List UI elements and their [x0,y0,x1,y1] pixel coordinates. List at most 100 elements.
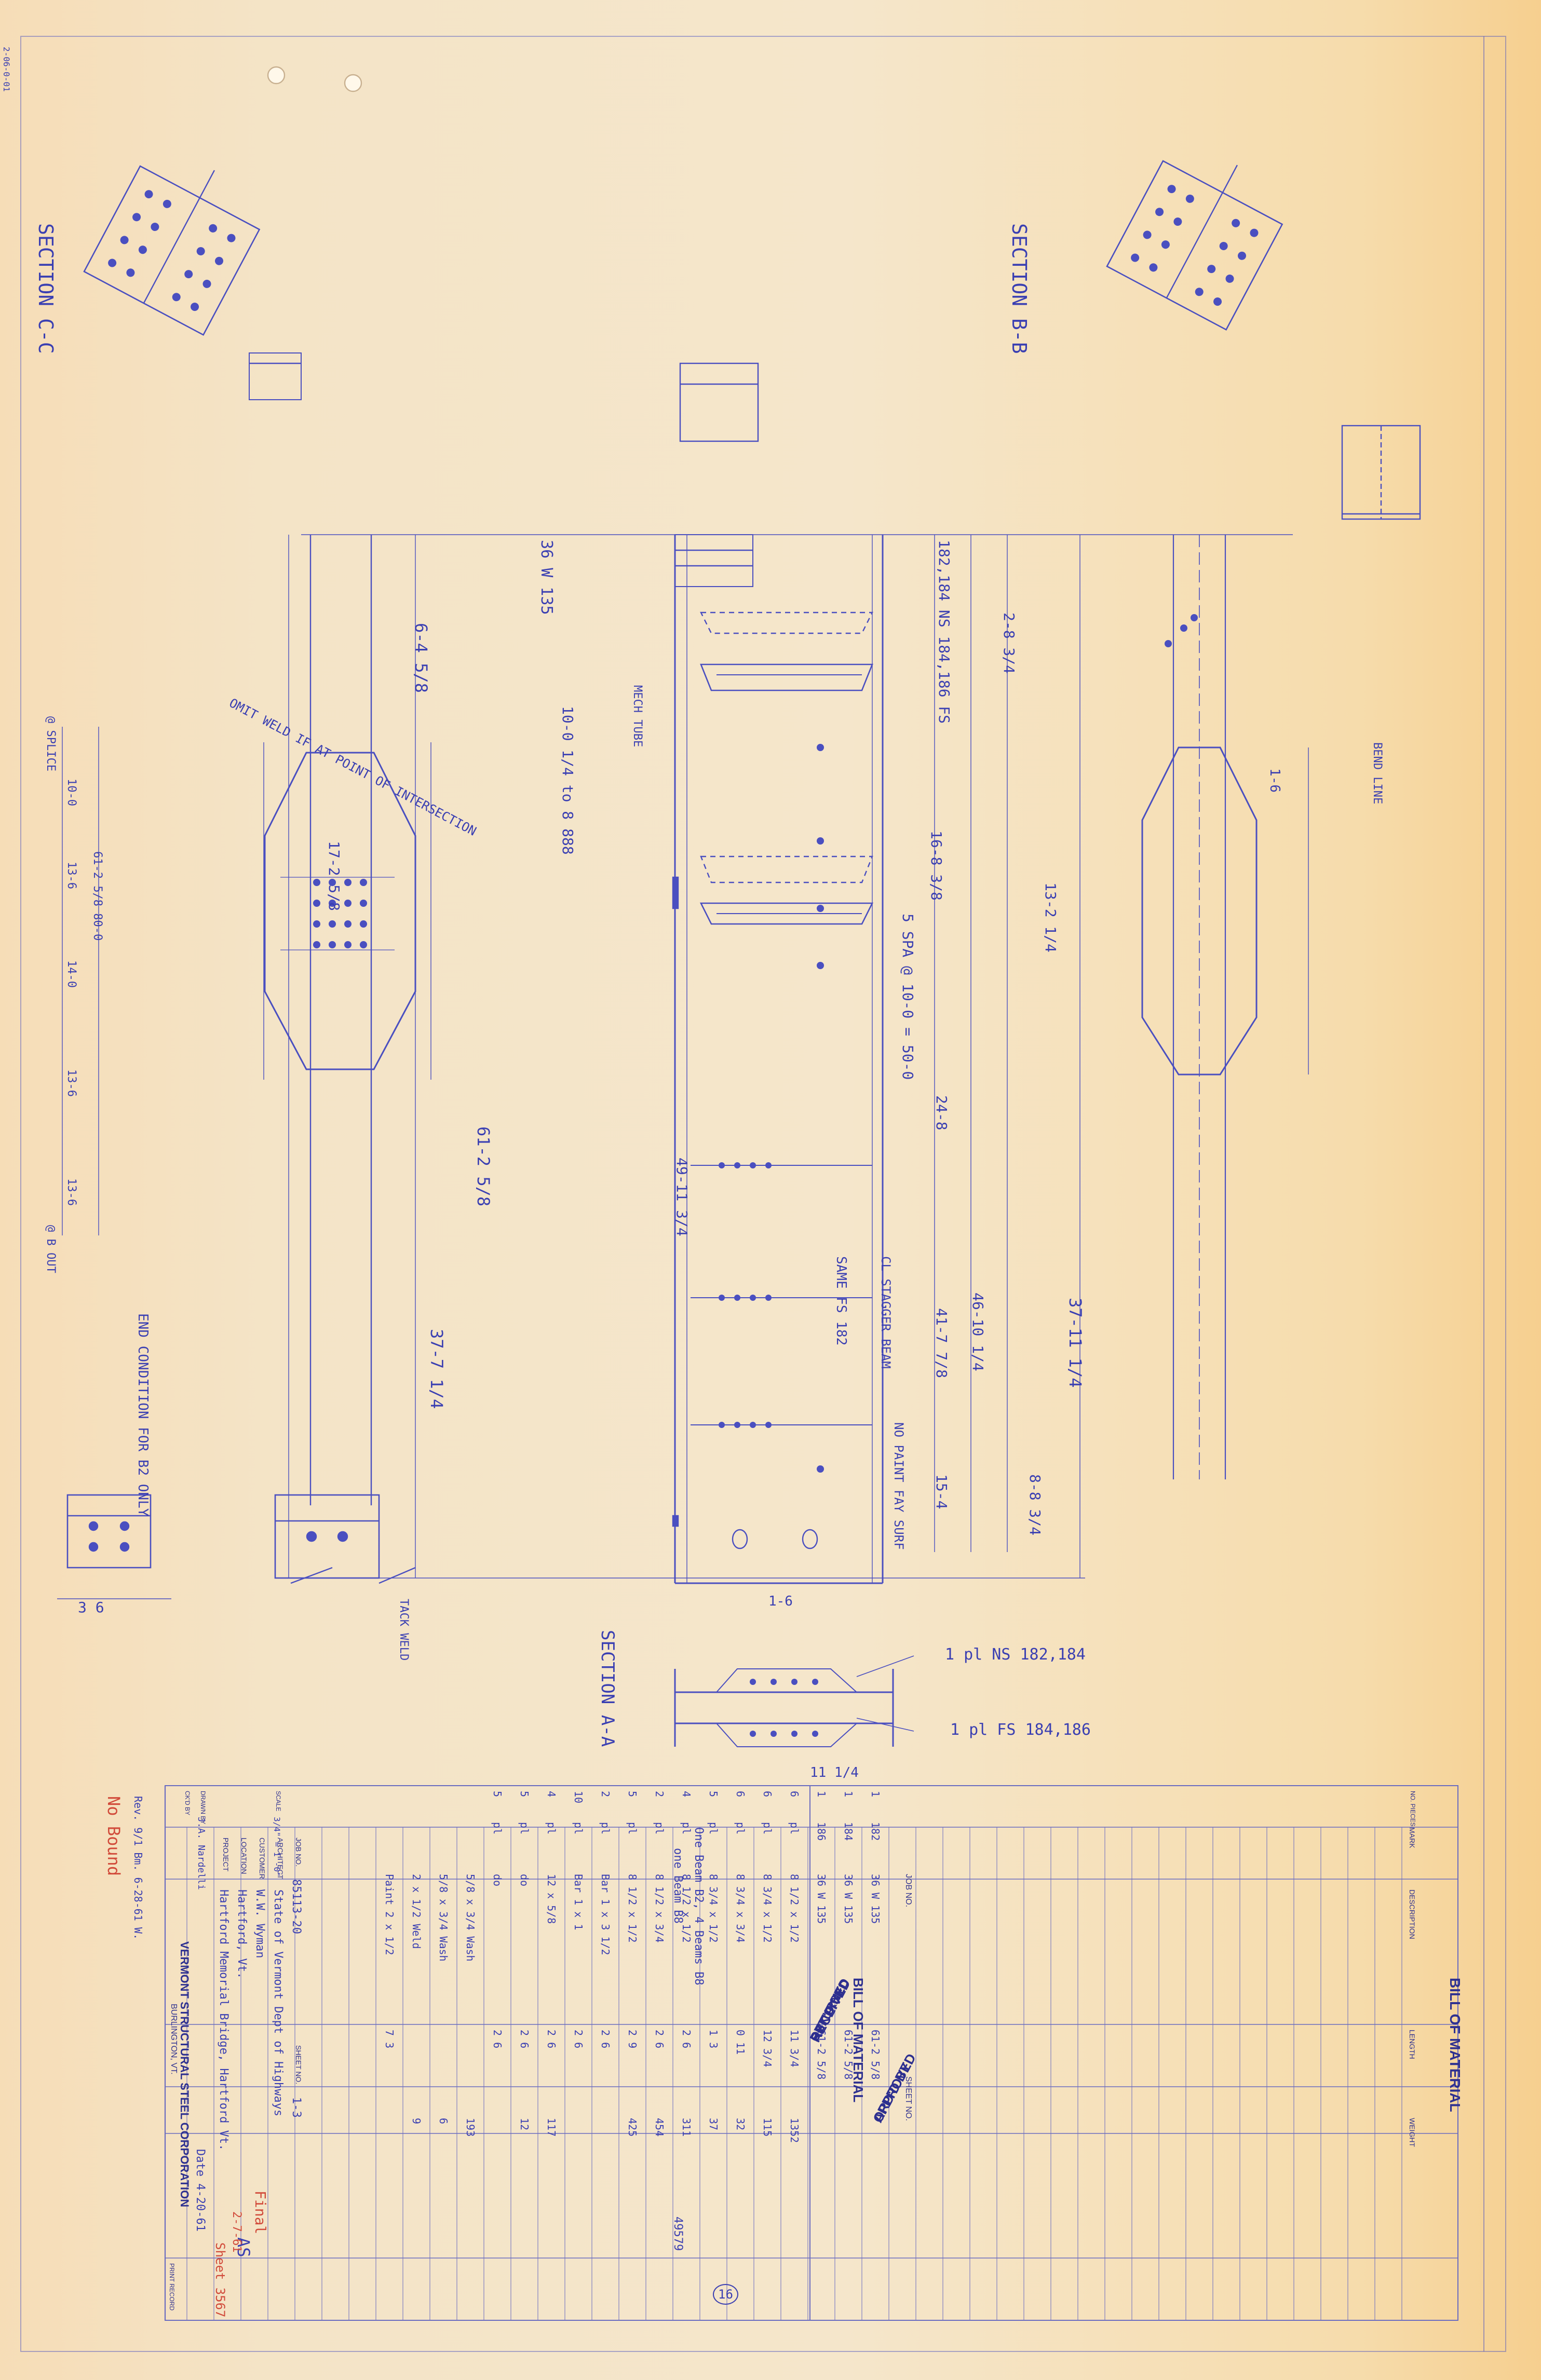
bom-cell-wt: 117 [545,2118,558,2137]
bom-cell-desc: 2 x 1/2 Weld [410,1874,423,1949]
sheet-circle: 16 [713,2284,738,2305]
bom-cell-mark: 182 [869,1822,882,1841]
bom-cell-mark: pl [626,1822,639,1835]
architect-value: State of Vermont Dept of Highways [272,1889,285,2117]
bom-cell-desc: 8 3/4 x 1/2 [707,1874,720,1943]
company-name: VERMONT STRUCTURAL STEEL CORPORATION [178,1941,191,2208]
bom-cell-len: 7 3 [383,2030,396,2049]
bom-cell-qty: 2 [599,1791,612,1798]
job-no-label: JOB NO. [294,1838,303,1867]
drawn-by-value: J.A. Nardelli [196,1817,207,1890]
bom-cell-len: 12 3/4 [761,2030,774,2068]
location-value: Hartford, Vt. [235,1889,248,1979]
bom-cell-desc: 8 1/2 x 1/2 [680,1874,693,1943]
bom-cell-wt: 32 [734,2118,747,2131]
bom-cell-mark: pl [572,1822,585,1835]
bom-cell-qty: 6 [734,1791,747,1798]
bom-cell-wt: 12 [518,2118,531,2131]
bom-cell-len: 2 9 [626,2030,639,2049]
bom-cell-desc: do [491,1874,504,1887]
bom-cell-qty: 10 [572,1791,585,1804]
bom-cell-len: 1 3 [707,2030,720,2049]
customer-value: W.W. Wyman [253,1889,266,1959]
bom-cell-desc: 8 1/2 x 1/2 [788,1874,801,1943]
bom-cell-desc: Bar 1 x 1 [572,1874,585,1930]
bom-cell-mark: 186 [815,1822,828,1841]
bom-cell-wt: 9 [410,2118,423,2125]
bom-cell-len: 2 6 [572,2030,585,2049]
bom-cell-qty: 5 [707,1791,720,1798]
bom-cell-wt: 311 [680,2118,693,2137]
desc-head: DESCRIPTION [1408,1889,1416,1939]
bom-description: One Beam B2, 4 Beams B8 [692,1827,705,1985]
project-value: Hartford Memorial Bridge, Hartford Vt. [217,1889,230,2151]
weight-head: WEIGHT [1408,2118,1416,2147]
bom-cell-len: 2 6 [599,2030,612,2049]
length-head: LENGTH [1408,2030,1416,2059]
sheet-no-label: SHEET NO. [294,2045,303,2085]
bom-cell-qty: 5 [626,1791,639,1798]
bom-cell-qty: 6 [788,1791,801,1798]
bom-cell-desc: 8 1/2 x 3/4 [653,1874,666,1943]
no-pieces-head: NO. PIECES [1409,1791,1416,1827]
scale-value: 3/4" = 1'-0" [272,1817,282,1877]
bom-cell-wt: 1352 [788,2118,801,2143]
bom-cell-desc: 36 W 135 [842,1874,855,1924]
bom-cell-qty: 2 [653,1791,666,1798]
bom-cell-desc: 36 W 135 [815,1874,828,1924]
bom-cell-desc: 8 3/4 x 3/4 [734,1874,747,1943]
bom-cell-wt: 454 [653,2118,666,2137]
bom-cell-qty: 6 [761,1791,774,1798]
bom-header-right: BILL OF MATERIAL [1447,1978,1463,2112]
bom-cell-qty: 5 [518,1791,531,1798]
customer-label: CUSTOMER [258,1838,266,1879]
mark-head: MARK [1408,1827,1416,1848]
dim-3-6: 3 6 [78,1599,104,1616]
bom-cell-desc: 12 x 5/8 [545,1874,558,1924]
bom-cell-len: 2 6 [545,2030,558,2049]
bom-cell-desc: Paint 2 x 1/2 [383,1874,396,1955]
bom-cell-len: 2 6 [491,2030,504,2049]
bom-cell-len: 2 6 [518,2030,531,2049]
bom-cell-desc: 8 1/2 x 1/2 [626,1874,639,1943]
bom-cell-mark: pl [734,1822,747,1835]
bom-cell-mark: 184 [842,1822,855,1841]
bom-cell-qty: 4 [545,1791,558,1798]
bom-cell-len: 2 6 [680,2030,693,2049]
location-label: LOCATION [240,1838,248,1874]
weight-total: 49579 [671,2216,684,2251]
job-no-value: 85113-20 [290,1879,303,1934]
bom-cell-wt: 193 [464,2118,477,2137]
bom-cell-wt: 425 [626,2118,639,2137]
bom-cell-len: 11 3/4 [788,2030,801,2068]
dim-11: 11 1/4 [810,1765,859,1780]
bom-cell-mark: pl [599,1822,612,1835]
bom-cell-wt: 115 [761,2118,774,2137]
bom-cell-qty: 1 [815,1791,828,1798]
job-no-head: JOB NO. [904,1874,913,1908]
final-mark: Final [252,2191,269,2235]
bom-cell-len: 2 6 [653,2030,666,2049]
bom-cell-wt: 6 [437,2118,450,2125]
bom-cell-mark: pl [761,1822,774,1835]
bom-cell-mark: pl [680,1822,693,1835]
sheet-no-value: 1-3 [290,2097,303,2118]
bom-cell-mark: pl [788,1822,801,1835]
rev-note: Rev. 9/1 Bm. 6-28-61 W. [132,1796,144,1940]
project-label: PROJECT [222,1838,230,1872]
dim-1-6b: 1-6 [768,1594,793,1609]
bom-cell-qty: 4 [680,1791,693,1798]
no-bound-note: No Bound [104,1796,124,1876]
bom-cell-len: 61-2 5/8 [842,2030,855,2080]
bom-cell-mark: pl [491,1822,504,1835]
bom-cell-wt: 37 [707,2118,720,2131]
bom-cell-mark: pl [518,1822,531,1835]
bom-cell-desc: 5/8 x 3/4 Wash [464,1874,477,1962]
bom-cell-desc: do [518,1874,531,1887]
company-city: BURLINGTON, VT. [169,2004,178,2075]
bom-cell-len: 0 11 [734,2030,747,2055]
callout-pl-ns: 1 pl NS 182,184 [945,1645,1086,1664]
bom-cell-mark: pl [545,1822,558,1835]
